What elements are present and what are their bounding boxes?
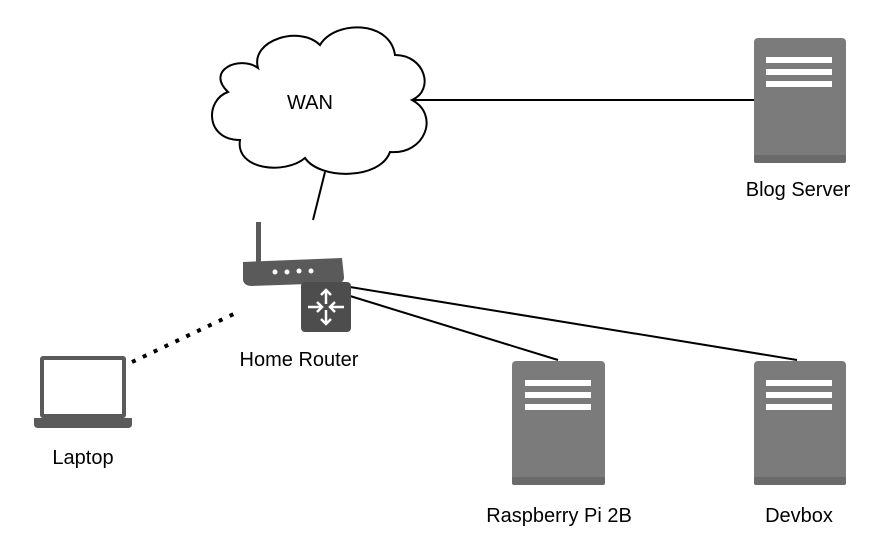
wan-node: WAN xyxy=(211,26,428,175)
devbox-node: Devbox xyxy=(754,361,846,527)
raspberry-pi-label: Raspberry Pi 2B xyxy=(486,505,632,527)
connections xyxy=(131,99,798,364)
wan-label: WAN xyxy=(287,92,333,114)
home-router-node: Home Router xyxy=(240,222,359,371)
blog-server-node: Blog Server xyxy=(746,38,851,201)
laptop-label: Laptop xyxy=(52,447,113,469)
switch-icon xyxy=(301,282,351,332)
home-router-label: Home Router xyxy=(240,349,359,371)
laptop-node: Laptop xyxy=(34,356,132,469)
router-icon xyxy=(243,222,344,286)
laptop-icon xyxy=(34,356,132,428)
raspberry-pi-node: Raspberry Pi 2B xyxy=(486,361,632,527)
server-icon xyxy=(754,361,846,485)
devbox-label: Devbox xyxy=(765,505,833,527)
server-icon xyxy=(512,361,605,485)
blog-server-label: Blog Server xyxy=(746,179,851,201)
link-router-devbox xyxy=(349,286,798,361)
link-wan-home-router xyxy=(312,171,326,221)
link-router-raspberry-pi xyxy=(349,295,559,361)
server-icon xyxy=(754,38,846,163)
link-router-laptop xyxy=(131,310,239,364)
cloud-icon xyxy=(211,26,428,175)
